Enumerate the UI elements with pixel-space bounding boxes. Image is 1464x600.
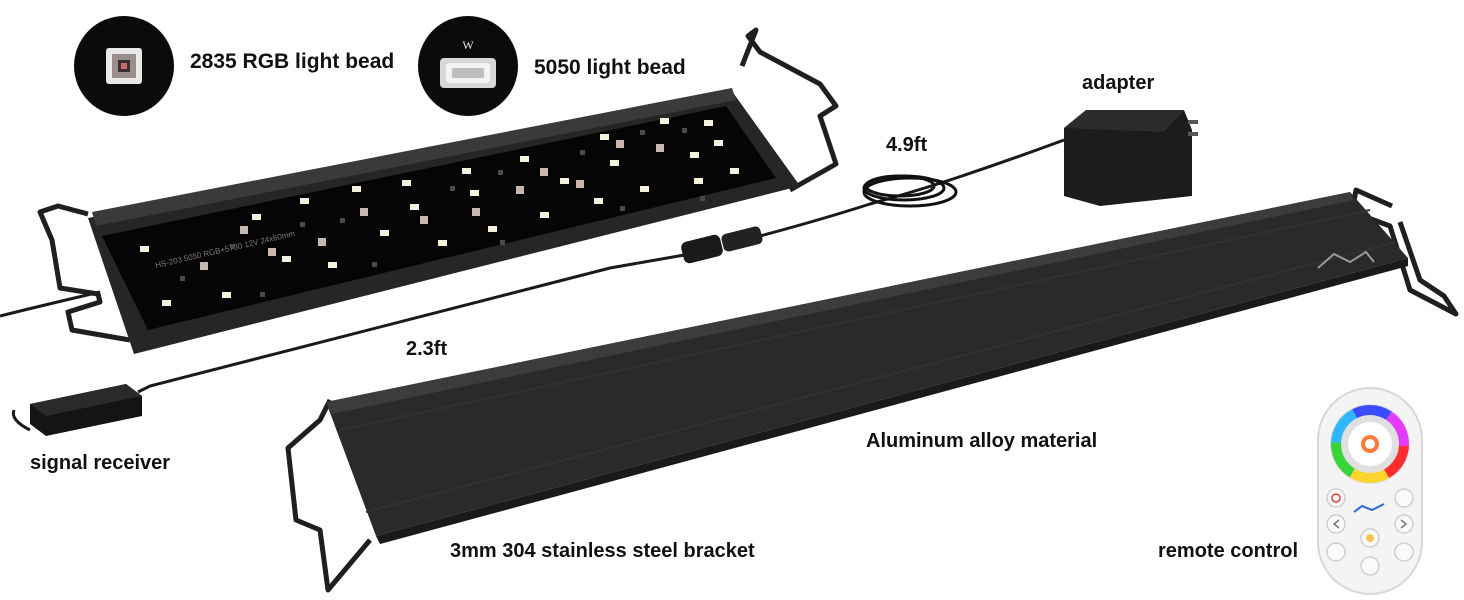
bead-5050-inset: W	[418, 16, 518, 116]
left-cable	[0, 290, 101, 318]
receiver-cable	[137, 252, 691, 394]
rgb-bead-label: 2835 RGB light bead	[190, 50, 395, 73]
cover-bracket-left	[285, 398, 372, 593]
rgb-bead-icon	[106, 48, 142, 84]
fixture-bracket-right	[739, 27, 839, 193]
signal-receiver-label: signal receiver	[30, 452, 171, 474]
rgb-leds	[200, 140, 664, 270]
signal-receiver-body	[30, 384, 142, 436]
coiled-cable	[862, 174, 958, 208]
cable-connector	[681, 226, 763, 264]
fixture-bracket-left	[37, 203, 131, 343]
power-adapter	[1064, 110, 1198, 206]
bracket-label: 3mm 304 stainless steel bracket	[450, 540, 755, 562]
bead-5050-label: 5050 light bead	[534, 56, 686, 79]
cable-length-short: 2.3ft	[406, 338, 448, 360]
adapter-cable	[759, 138, 1065, 238]
remote-control-device	[1317, 387, 1423, 595]
material-label: Aluminum alloy material	[866, 430, 1098, 452]
adapter-label: adapter	[1082, 72, 1155, 94]
white-leds	[140, 118, 739, 306]
pcb-components	[180, 128, 705, 297]
cable-length-long: 4.9ft	[886, 134, 928, 156]
bead-5050-icon: W	[440, 38, 496, 88]
bead-letter: W	[462, 38, 474, 52]
rgb-bead-inset	[74, 16, 174, 116]
led-panel	[102, 106, 776, 330]
aluminum-cover	[326, 192, 1408, 536]
brand-logo-mark	[1317, 250, 1375, 269]
remote-label: remote control	[1158, 540, 1299, 562]
